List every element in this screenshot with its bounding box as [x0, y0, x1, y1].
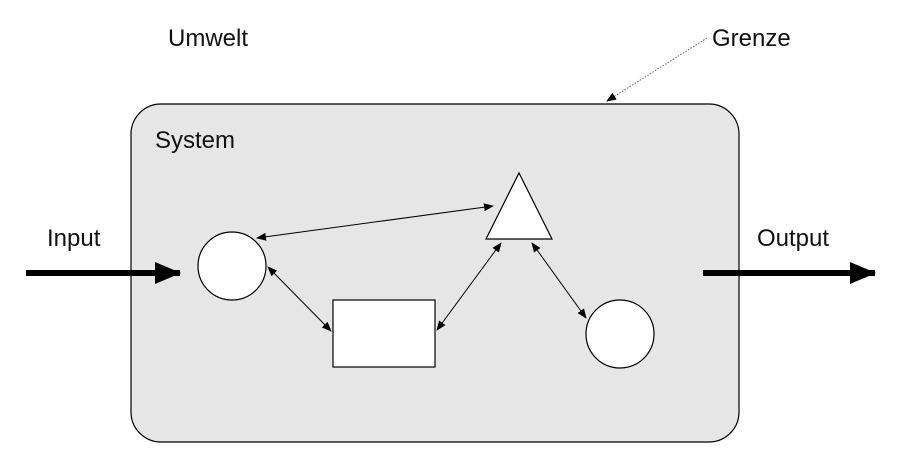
element-rectangle — [332, 299, 436, 368]
system-label: System — [155, 127, 235, 154]
relation-circle-left-triangle — [256, 203, 494, 241]
relation-rectangle-triangle — [436, 242, 502, 331]
boundary-label: Grenze — [712, 25, 791, 52]
element-circle-left — [197, 231, 267, 301]
boundary-pointer-line — [606, 37, 708, 102]
relation-circle-left-rectangle — [267, 266, 332, 332]
output-label: Output — [757, 225, 829, 252]
environment-label: Umwelt — [168, 25, 248, 52]
input-label: Input — [47, 225, 101, 252]
element-circle-right — [585, 299, 655, 369]
relation-triangle-circle-right — [531, 242, 587, 319]
element-triangle — [485, 171, 553, 240]
